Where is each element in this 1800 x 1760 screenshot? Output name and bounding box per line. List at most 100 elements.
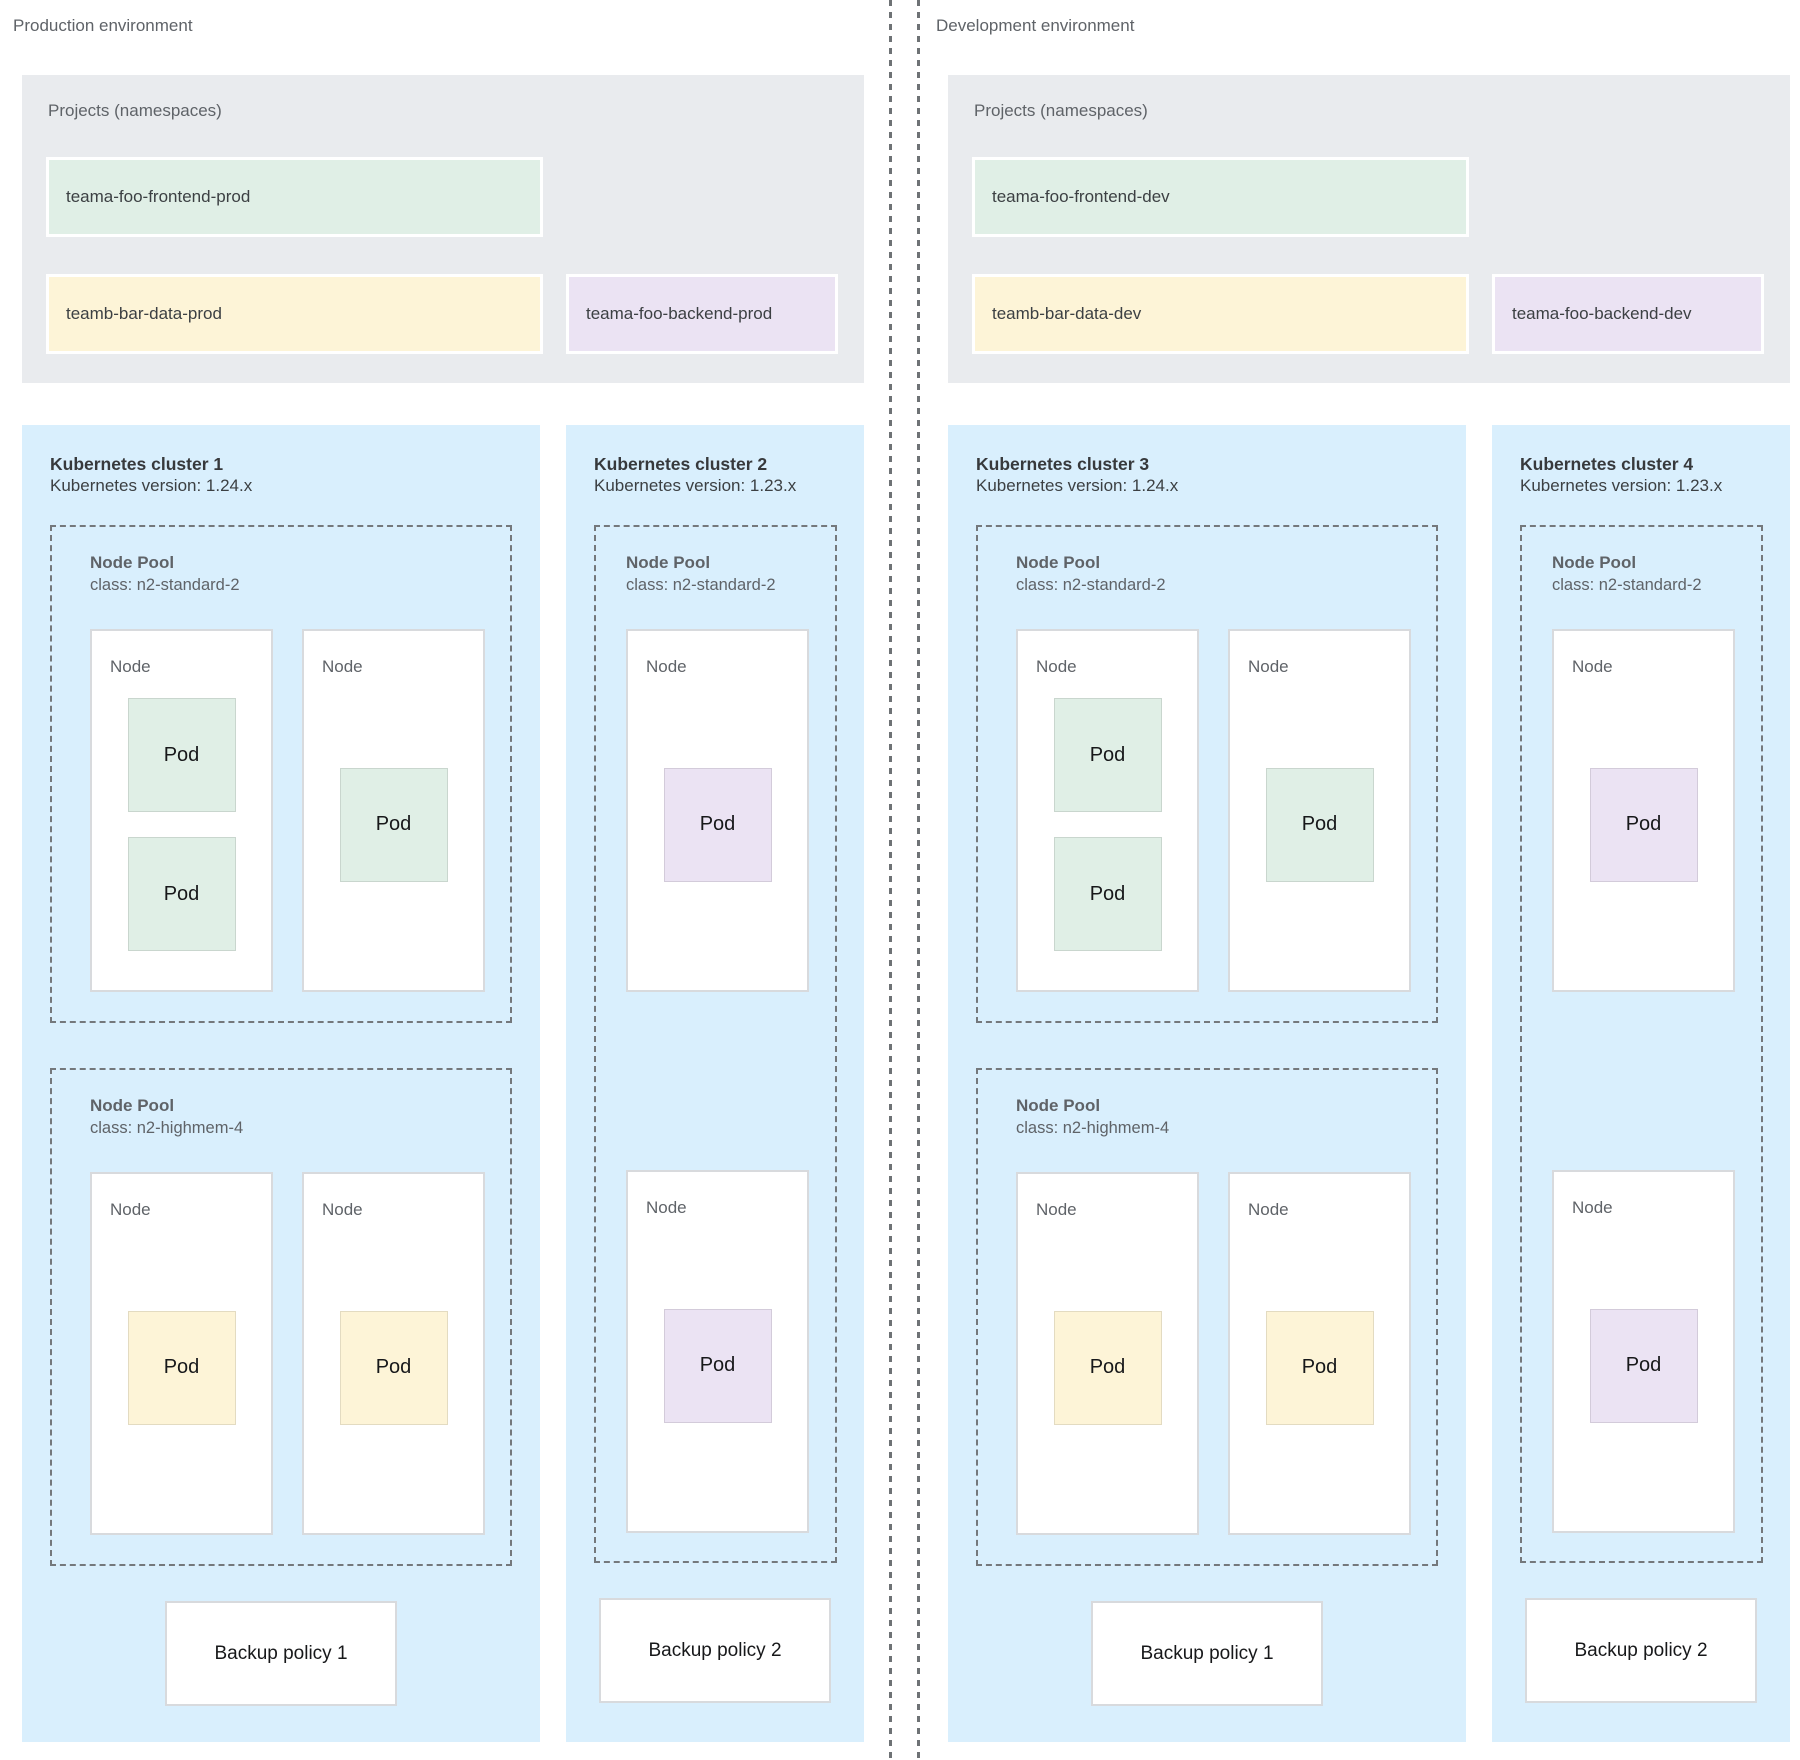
node-pool-class: class: n2-standard-2 (626, 576, 776, 594)
node: Node Pod (626, 1170, 809, 1533)
namespace-chip-frontend-prod: teama-foo-frontend-prod (46, 157, 543, 237)
environment-separator-line (917, 0, 920, 1760)
projects-title: Projects (namespaces) (974, 101, 1148, 120)
node: Node Pod Pod (90, 629, 273, 992)
pod-list: Pod (1572, 1218, 1715, 1513)
node-pool-standard: Node Pool class: n2-standard-2 Node Pod … (976, 525, 1438, 1023)
node: Node Pod (1228, 629, 1411, 992)
namespace-chip-data-dev: teamb-bar-data-dev (972, 274, 1469, 354)
node-label: Node (322, 657, 363, 676)
node-label: Node (322, 1200, 363, 1219)
kubernetes-cluster-1: Kubernetes cluster 1 Kubernetes version:… (22, 425, 540, 1742)
pod-list: Pod (110, 1220, 253, 1515)
node-label: Node (1572, 1198, 1613, 1217)
node-label: Node (1572, 657, 1613, 676)
node-pool-highmem: Node Pool class: n2-highmem-4 Node Pod N… (976, 1068, 1438, 1566)
cluster-version: Kubernetes version: 1.24.x (50, 476, 253, 495)
pod-list: Pod (322, 1220, 465, 1515)
pod-list: Pod (322, 677, 465, 972)
node-pool-header: Node Pool class: n2-standard-2 (626, 552, 835, 596)
pod: Pod (339, 767, 448, 882)
node-label: Node (1036, 1200, 1077, 1219)
backup-policy-2: Backup policy 2 (1525, 1598, 1757, 1703)
node-pool-title: Node Pool (1016, 553, 1101, 572)
cluster-title: Kubernetes cluster 4 (1520, 454, 1694, 474)
pod: Pod (127, 1310, 236, 1425)
pod-list: Pod (1572, 677, 1715, 972)
namespace-chip-row: teamb-bar-data-dev teama-foo-backend-dev (972, 274, 1766, 354)
node-label: Node (110, 657, 151, 676)
namespace-chip-backend-prod: teama-foo-backend-prod (566, 274, 838, 354)
node-pool-title: Node Pool (626, 553, 711, 572)
pod: Pod (127, 698, 236, 812)
node-pool-title: Node Pool (90, 553, 175, 572)
pod: Pod (1053, 1310, 1162, 1425)
node: Node Pod (1552, 629, 1735, 992)
cluster-title: Kubernetes cluster 3 (976, 454, 1150, 474)
node-pool-class: class: n2-standard-2 (1552, 576, 1702, 594)
cluster-version: Kubernetes version: 1.24.x (976, 476, 1179, 495)
node-label: Node (646, 1198, 687, 1217)
node: Node Pod (1016, 1172, 1199, 1535)
node-pool-header: Node Pool class: n2-standard-2 (1552, 552, 1761, 596)
cluster-version: Kubernetes version: 1.23.x (594, 476, 797, 495)
kubernetes-cluster-2: Kubernetes cluster 2 Kubernetes version:… (566, 425, 864, 1742)
nodes-row: Node Pod Pod Node Pod (90, 629, 510, 992)
node-label: Node (1036, 657, 1077, 676)
node-pool-class: class: n2-highmem-4 (1016, 1119, 1170, 1137)
cluster-header: Kubernetes cluster 1 Kubernetes version:… (50, 453, 514, 497)
cluster-title: Kubernetes cluster 1 (50, 454, 224, 474)
pod: Pod (1053, 698, 1162, 812)
namespace-chip-backend-dev: teama-foo-backend-dev (1492, 274, 1764, 354)
node-pool-standard: Node Pool class: n2-standard-2 Node Pod … (50, 525, 512, 1023)
node: Node Pod (1552, 1170, 1735, 1533)
nodes-row: Node Pod Node Pod (1016, 1172, 1436, 1535)
cluster-title: Kubernetes cluster 2 (594, 454, 768, 474)
node-pool-class: class: n2-standard-2 (1016, 576, 1166, 594)
node-pool-class: class: n2-standard-2 (90, 576, 240, 594)
node: Node Pod (302, 1172, 485, 1535)
backup-policy-2: Backup policy 2 (599, 1598, 831, 1703)
node-label: Node (1248, 1200, 1289, 1219)
backup-policy-1: Backup policy 1 (1091, 1601, 1323, 1706)
pod: Pod (1589, 767, 1698, 882)
namespace-chip-data-prod: teamb-bar-data-prod (46, 274, 543, 354)
pod-list: Pod (1036, 1220, 1179, 1515)
development-environment-label: Development environment (936, 16, 1135, 35)
nodes-row: Node Pod Node Pod (90, 1172, 510, 1535)
node-label: Node (646, 657, 687, 676)
backup-policy-1: Backup policy 1 (165, 1601, 397, 1706)
production-environment-label: Production environment (13, 16, 193, 35)
pod: Pod (127, 837, 236, 951)
environment-separator-line (889, 0, 892, 1760)
pod: Pod (1053, 837, 1162, 951)
node-pool-header: Node Pool class: n2-highmem-4 (1016, 1095, 1436, 1139)
cluster-header: Kubernetes cluster 2 Kubernetes version:… (594, 453, 838, 497)
node-pool-title: Node Pool (1016, 1096, 1101, 1115)
node: Node Pod (90, 1172, 273, 1535)
pod: Pod (1265, 1310, 1374, 1425)
namespace-chip-frontend-dev: teama-foo-frontend-dev (972, 157, 1469, 237)
pod-list: Pod (646, 677, 789, 972)
node: Node Pod (1228, 1172, 1411, 1535)
node-label: Node (1248, 657, 1289, 676)
pod: Pod (663, 1308, 772, 1423)
nodes-column: Node Pod Node Pod (626, 629, 835, 1533)
pod-list: Pod (1248, 677, 1391, 972)
namespace-chip-row: teamb-bar-data-prod teama-foo-backend-pr… (46, 274, 840, 354)
nodes-column: Node Pod Node Pod (1552, 629, 1761, 1533)
node-pool-class: class: n2-highmem-4 (90, 1119, 244, 1137)
node-pool-standard: Node Pool class: n2-standard-2 Node Pod … (1520, 525, 1763, 1563)
node: Node Pod (626, 629, 809, 992)
pod: Pod (663, 767, 772, 882)
node-pool-standard: Node Pool class: n2-standard-2 Node Pod … (594, 525, 837, 1563)
projects-namespaces-dev: Projects (namespaces) teama-foo-frontend… (948, 75, 1790, 383)
cluster-header: Kubernetes cluster 4 Kubernetes version:… (1520, 453, 1764, 497)
node: Node Pod Pod (1016, 629, 1199, 992)
node-pool-title: Node Pool (90, 1096, 175, 1115)
node-pool-header: Node Pool class: n2-standard-2 (1016, 552, 1436, 596)
projects-namespaces-prod: Projects (namespaces) teama-foo-frontend… (22, 75, 864, 383)
cluster-header: Kubernetes cluster 3 Kubernetes version:… (976, 453, 1440, 497)
pod: Pod (1589, 1308, 1698, 1423)
node-pool-header: Node Pool class: n2-highmem-4 (90, 1095, 510, 1139)
